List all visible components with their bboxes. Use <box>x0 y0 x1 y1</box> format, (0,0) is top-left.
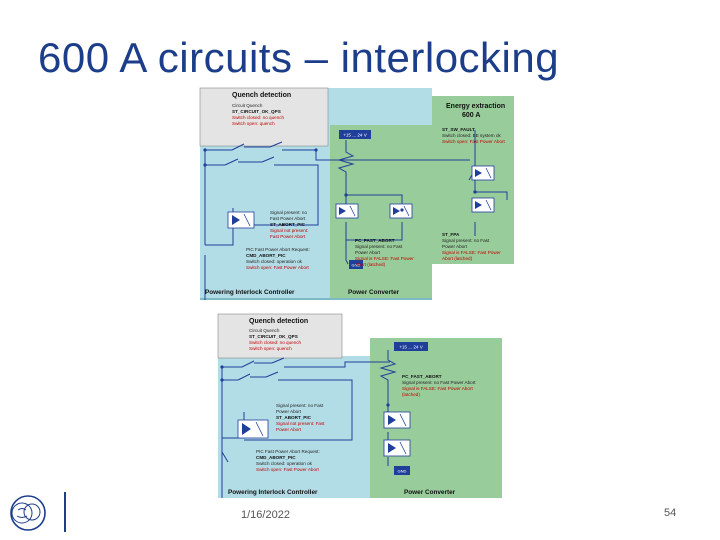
slide-title: 600 A circuits – interlocking <box>38 34 560 81</box>
page-number: 54 <box>664 507 677 519</box>
cern-logo <box>10 495 46 531</box>
ee-note1-top-2: Switch open: Fast Power Abort <box>442 139 506 144</box>
pc-gnd-box-bottom <box>394 466 410 475</box>
ee-note2-top-0: ST_FPA <box>442 232 460 237</box>
pc-note-top-3: Signal is FALSE: Fast Power <box>355 256 414 261</box>
ee-title-top-0: Energy extraction <box>446 103 505 110</box>
optocouplers-bottom <box>237 411 411 457</box>
pc-note-bottom-1: Signal present: no Fast Power Abort <box>402 380 476 385</box>
pic-note2-bottom-3: Switch open: Fast Power Abort <box>256 467 320 472</box>
quench-panel-bottom <box>217 313 343 359</box>
ee-note1-top-1: Switch closed: EE system ok <box>442 133 501 138</box>
pic-note1-top-4: Fast Power Abort <box>270 234 306 239</box>
pic-note2-bottom-0: PIC Fast Power Abort Request: <box>256 449 320 454</box>
pic-note1-top-1: Fast Power Abort <box>270 216 306 221</box>
pic-note1-bottom-3: Signal not present: Fast <box>276 421 325 426</box>
pic-note2-top-2: Switch closed: operation ok <box>246 259 303 264</box>
quench-line-top-3: Switch open: quench <box>232 121 275 126</box>
pic-note1-top-2: ST_ABORT_PIC <box>270 222 306 227</box>
pc-voltage-box-bottom <box>394 342 428 351</box>
ee-note2-top-4: Abort (latched) <box>442 256 473 261</box>
pic-note1-bottom-4: Power Abort <box>276 427 302 432</box>
pc-title-bottom: Power Converter <box>404 489 456 496</box>
quench-title-top: Quench detection <box>232 92 291 99</box>
quench-line-top-0: Circuit Quench <box>232 103 263 108</box>
pic-title-top: Powering Interlock Controller <box>205 289 295 296</box>
pc-voltage-box-top <box>339 130 371 139</box>
pic-note1-top-0: Signal present: no <box>270 210 307 215</box>
ee-note2-top-3: Signal is FALSE: Fast Power <box>442 250 501 255</box>
pc-gnd-top: GND <box>352 263 361 268</box>
pc-gnd-box-top <box>349 260 363 269</box>
junctions-bottom <box>220 365 390 407</box>
quench-line-top-1: ST_CIRCUIT_OK_QPS <box>232 109 281 114</box>
slide-date: 1/16/2022 <box>241 509 290 521</box>
pic-note2-top-3: Switch open: Fast Power Abort <box>246 265 310 270</box>
quench-line-bottom-1: ST_CIRCUIT_OK_QPS <box>249 334 298 339</box>
pic-note1-bottom-0: Signal present: no Fast <box>276 403 324 408</box>
pc-note-top-4: Abort (latched) <box>355 262 386 267</box>
pic-note2-bottom-1: CMD_ABORT_PIC <box>256 455 296 460</box>
ee-note2-top-2: Power Abort <box>442 244 468 249</box>
pic-title-bottom: Powering Interlock Controller <box>228 489 318 496</box>
pc-note-bottom-2: Signal is FALSE: Fast Power Abort <box>402 386 473 391</box>
pc-title-top: Power Converter <box>348 289 400 296</box>
pc-note-top-0: PC_FAST_ABORT <box>355 238 395 243</box>
pic-note1-bottom-2: ST_ABORT_PIC <box>276 415 312 420</box>
diagram-bottom: Quench detection Circuit Quench ST_CIRCU… <box>217 313 502 498</box>
pc-gnd-bottom: GND <box>398 469 407 474</box>
pic-note2-top-0: PIC Fast Power Abort Request: <box>246 247 310 252</box>
quench-panel-top <box>199 87 329 147</box>
ee-note1-top-0: ST_SW_FAULT <box>442 127 475 132</box>
pic-note2-top-1: CMD_ABORT_PIC <box>246 253 286 258</box>
quench-line-bottom-3: Switch open: quench <box>249 346 292 351</box>
pc-note-bottom-3: (latched) <box>402 392 420 397</box>
quench-line-bottom-2: Switch closed: no quench <box>249 340 302 345</box>
ee-note2-top-1: Signal present: no Fast <box>442 238 490 243</box>
pic-note1-bottom-1: Power Abort <box>276 409 302 414</box>
pic-note2-bottom-2: Switch closed: operation ok <box>256 461 313 466</box>
logo-separator <box>64 492 66 532</box>
pc-note-top-2: Power Abort <box>355 250 381 255</box>
pc-voltage-top: +15 ... 24 V <box>343 133 368 138</box>
junctions-top <box>203 148 477 212</box>
diagram-top: Quench detection Circuit Quench ST_CIRCU… <box>199 87 514 300</box>
quench-line-bottom-0: Circuit Quench <box>249 328 280 333</box>
switches-top <box>224 141 476 181</box>
pc-voltage-bottom: +15 ... 24 V <box>399 345 424 350</box>
pc-note-top-1: Signal present: no Fast <box>355 244 403 249</box>
quench-title-bottom: Quench detection <box>249 318 308 325</box>
quench-line-top-2: Switch closed: no quench <box>232 115 285 120</box>
pic-note1-top-3: Signal not present: <box>270 228 308 233</box>
pc-note-bottom-0: PC_FAST_ABORT <box>402 374 442 379</box>
bottom-rule-top <box>200 298 432 300</box>
wiring-bottom <box>221 350 397 498</box>
ee-title-top-1: 600 A <box>462 112 480 119</box>
switches-bottom <box>221 357 285 463</box>
